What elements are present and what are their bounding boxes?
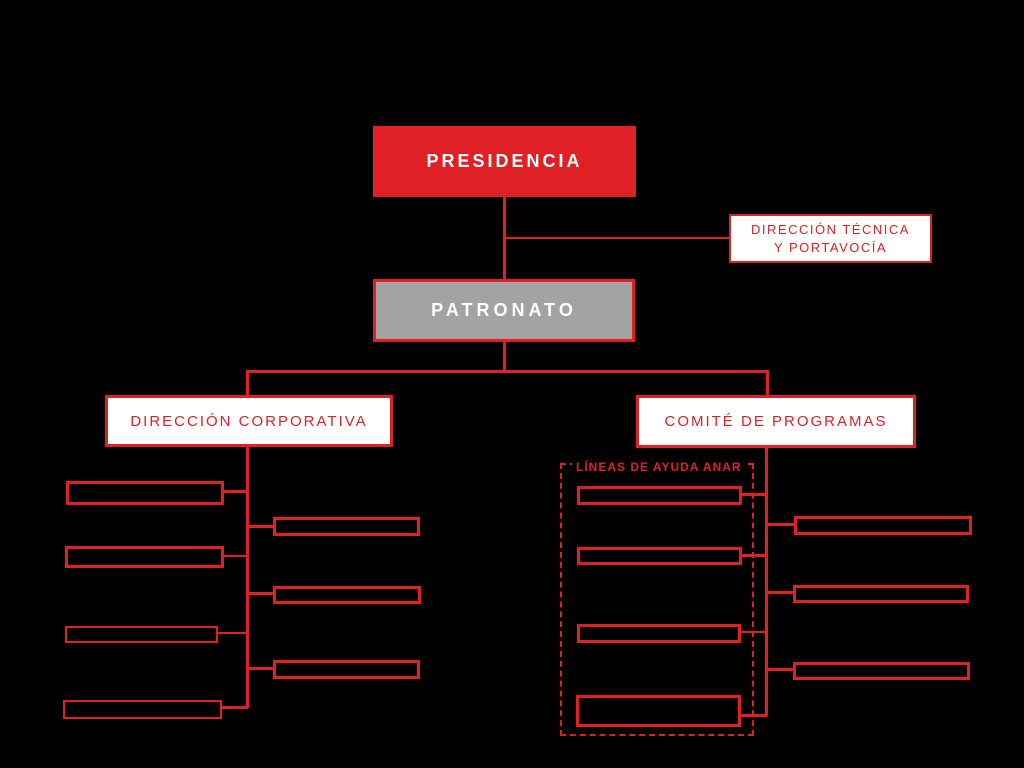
corporativa-right-box-2 (273, 586, 421, 604)
node-direccion-corporativa-label: DIRECCIÓN CORPORATIVA (130, 412, 368, 430)
programas-right-box-3 (793, 662, 970, 680)
programas-right-box-2 (793, 585, 969, 603)
corporativa-left-box-3 (65, 626, 218, 643)
stub-corporativa-left-4 (222, 706, 248, 709)
connector-branches-horizontal (246, 370, 769, 373)
corporativa-left-box-2 (65, 546, 224, 568)
node-patronato: PATRONATO (373, 279, 635, 342)
stub-corporativa-right-3 (248, 667, 275, 670)
node-direccion-tecnica: DIRECCIÓN TÉCNICA Y PORTAVOCÍA (729, 214, 932, 263)
connector-presidencia-direccion-tecnica (505, 237, 730, 239)
stub-lineas-1 (741, 493, 767, 496)
stub-lineas-4 (741, 714, 767, 717)
connector-drop-programas (766, 370, 769, 395)
stub-corporativa-right-1 (248, 525, 275, 528)
node-presidencia-label: PRESIDENCIA (426, 151, 583, 171)
stub-programas-right-2 (768, 591, 795, 594)
stub-corporativa-left-3 (218, 632, 248, 634)
lineas-box-1 (577, 486, 742, 505)
corporativa-right-box-3 (273, 660, 420, 679)
node-direccion-corporativa: DIRECCIÓN CORPORATIVA (105, 395, 393, 447)
lineas-box-4 (576, 695, 741, 727)
group-lineas-ayuda-anar-label: LÍNEAS DE AYUDA ANAR (572, 460, 746, 474)
group-lineas-ayuda-anar: LÍNEAS DE AYUDA ANAR (560, 460, 754, 736)
stub-lineas-2 (741, 554, 767, 557)
connector-presidencia-patronato (503, 197, 506, 280)
connector-drop-corporativa (246, 370, 249, 395)
trunk-corporativa (246, 447, 249, 708)
stub-programas-right-1 (768, 523, 795, 526)
node-direccion-tecnica-label-line2: Y PORTAVOCÍA (773, 239, 888, 255)
stub-programas-right-3 (768, 668, 795, 671)
corporativa-left-box-1 (66, 481, 224, 505)
corporativa-left-box-4 (63, 700, 222, 719)
node-patronato-label: PATRONATO (431, 300, 577, 320)
stub-corporativa-left-1 (224, 490, 248, 493)
node-comite-programas-label: COMITÉ DE PROGRAMAS (664, 413, 888, 430)
node-comite-programas: COMITÉ DE PROGRAMAS (636, 395, 916, 448)
node-direccion-tecnica-label-line1: DIRECCIÓN TÉCNICA (751, 221, 910, 237)
corporativa-right-box-1 (273, 517, 420, 536)
stub-corporativa-right-2 (248, 592, 275, 595)
connector-patronato-down (503, 342, 506, 372)
node-presidencia: PRESIDENCIA (373, 126, 636, 197)
programas-right-box-1 (794, 516, 972, 535)
stub-corporativa-left-2 (224, 555, 248, 557)
trunk-programas (765, 448, 768, 716)
lineas-box-3 (577, 624, 741, 643)
stub-lineas-3 (741, 631, 767, 633)
lineas-box-2 (577, 547, 742, 565)
